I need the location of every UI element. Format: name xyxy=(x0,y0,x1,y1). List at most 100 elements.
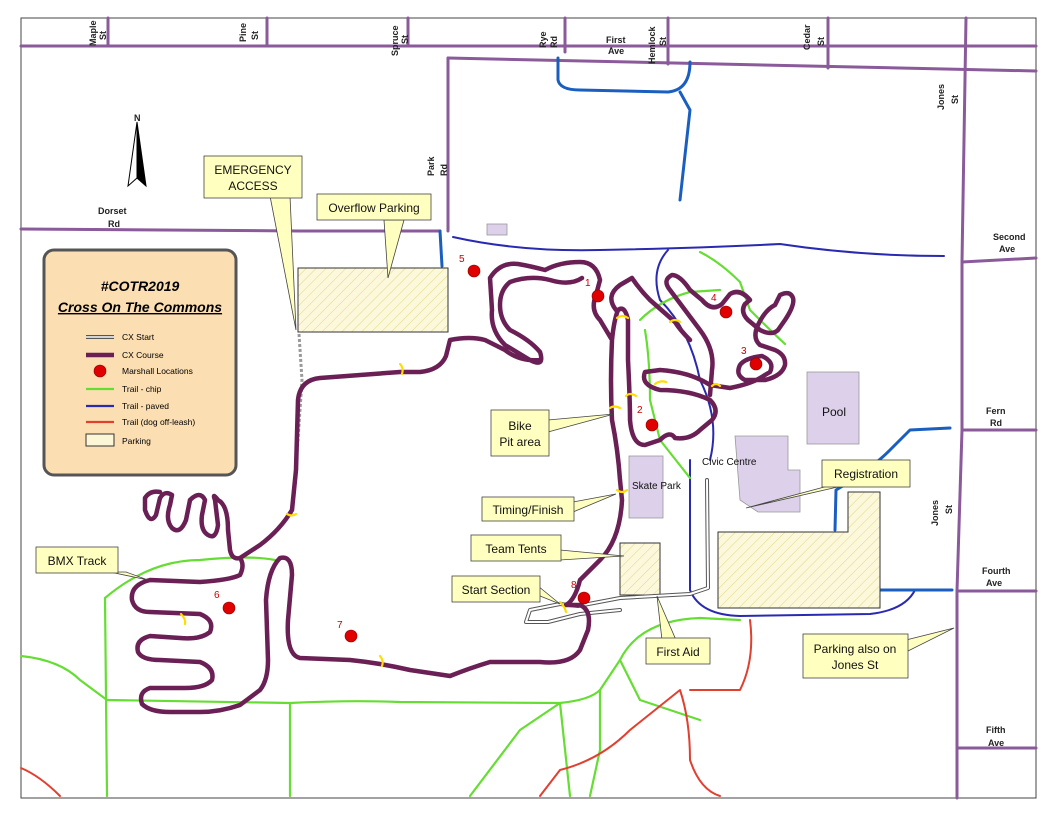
skate-park-building xyxy=(628,455,664,519)
street-label-rye: Rye xyxy=(538,31,548,48)
street-label-spruce-suffix: St xyxy=(400,35,410,44)
marshall-8 xyxy=(577,591,591,605)
team-tents-area xyxy=(619,542,661,596)
street-label-maple: Maple xyxy=(88,20,98,46)
civic-centre-building xyxy=(734,435,801,513)
legend-trail-chip-label: Trail - chip xyxy=(122,384,162,394)
street-label-first-suffix: Ave xyxy=(608,46,624,56)
marshall-6 xyxy=(222,601,236,615)
bmx-label: BMX Track xyxy=(48,554,108,568)
marshall-5 xyxy=(467,264,481,278)
street-label-hemlock-suffix: St xyxy=(658,37,668,46)
street-label-jones-mid: Jones xyxy=(930,500,940,526)
marshall-number: 2 xyxy=(637,405,643,416)
callout-bmx: BMX Track xyxy=(35,546,149,581)
legend-trail-paved-label: Trail - paved xyxy=(122,401,169,411)
street-label-second: Second xyxy=(993,232,1026,242)
legend: #COTR2019 Cross On The Commons CX Start … xyxy=(42,248,238,477)
trail-chip xyxy=(19,250,787,798)
cx-course xyxy=(129,259,796,715)
pool-building xyxy=(806,371,860,445)
street-label-dorset: Dorset xyxy=(98,206,127,216)
north-arrow-icon: N xyxy=(127,113,147,188)
marshall-number: 7 xyxy=(337,620,343,631)
legend-cx-start-label: CX Start xyxy=(122,332,155,342)
civic-centre-label: Civic Centre xyxy=(702,457,757,468)
legend-cx-course-label: CX Course xyxy=(122,350,164,360)
callout-timing: Timing/Finish xyxy=(481,493,617,522)
small-building xyxy=(486,223,508,236)
marshall-locations xyxy=(222,264,763,643)
marshall-number: 5 xyxy=(459,254,465,265)
trail-dog xyxy=(20,619,753,797)
callout-overflow: Overflow Parking xyxy=(316,193,432,279)
street-label-rye-suffix: Rd xyxy=(549,36,559,48)
marshall-3 xyxy=(749,357,763,371)
street-label-fifth-suffix: Ave xyxy=(988,738,1004,748)
street-label-jones-mid-suffix: St xyxy=(944,505,954,514)
overflow-parking-area xyxy=(297,267,449,333)
street-label-fourth: Fourth xyxy=(982,566,1011,576)
marshall-number: 1 xyxy=(585,278,591,289)
pool-label: Pool xyxy=(822,405,846,419)
street-label-dorset-suffix: Rd xyxy=(108,219,120,229)
bike-pit-label-line2: Pit area xyxy=(499,435,541,449)
registration-label: Registration xyxy=(834,467,898,481)
legend-title: #COTR2019 xyxy=(101,278,180,294)
map-frame xyxy=(20,17,1037,799)
street-label-park: Park xyxy=(426,155,436,176)
marshall-numbers: 1 2 3 4 5 6 7 8 xyxy=(214,254,747,631)
first-aid-label: First Aid xyxy=(656,645,699,659)
callout-team-tents: Team Tents xyxy=(470,534,625,562)
callout-first-aid: First Aid xyxy=(645,595,711,665)
legend-subtitle: Cross On The Commons xyxy=(58,299,222,315)
parking-jones-label-line2: Jones St xyxy=(832,658,879,672)
team-tents-label: Team Tents xyxy=(485,542,546,556)
street-label-cedar-suffix: St xyxy=(816,37,826,46)
callout-start-section: Start Section xyxy=(451,575,561,605)
street-label-pine-suffix: St xyxy=(250,31,260,40)
marshall-number: 6 xyxy=(214,590,220,601)
legend-marshall-symbol xyxy=(93,364,107,378)
street-label-jones-top-suffix: St xyxy=(950,95,960,104)
legend-parking-symbol xyxy=(85,433,115,447)
street-label-pine: Pine xyxy=(238,23,248,42)
timing-label: Timing/Finish xyxy=(493,503,564,517)
marshall-7 xyxy=(344,629,358,643)
street-label-jones-top: Jones xyxy=(936,84,946,110)
registration-parking-area xyxy=(717,491,881,609)
bike-pit-label-line1: Bike xyxy=(508,419,532,433)
callout-emergency: EMERGENCY ACCESS xyxy=(203,155,303,331)
emergency-label-line1: EMERGENCY xyxy=(214,163,291,177)
callout-registration: Registration xyxy=(745,459,911,509)
streets xyxy=(19,16,1038,800)
callout-parking-jones: Parking also on Jones St xyxy=(802,627,955,679)
marshall-number: 8 xyxy=(571,580,577,591)
overflow-label: Overflow Parking xyxy=(328,201,419,215)
callout-bike-pit: Bike Pit area xyxy=(490,409,615,457)
street-label-cedar: Cedar xyxy=(802,24,812,50)
street-label-second-suffix: Ave xyxy=(999,244,1015,254)
legend-parking-label: Parking xyxy=(122,436,151,446)
legend-trail-dog-label: Trail (dog off-leash) xyxy=(122,417,195,427)
street-label-spruce: Spruce xyxy=(390,25,400,56)
course-markers xyxy=(179,314,722,668)
street-label-fifth: Fifth xyxy=(986,725,1006,735)
parking-jones-label-line1: Parking also on xyxy=(814,642,897,656)
start-section-label: Start Section xyxy=(462,583,531,597)
marshall-number: 3 xyxy=(741,346,747,357)
north-label: N xyxy=(134,113,141,123)
street-label-maple-suffix: St xyxy=(98,31,108,40)
street-label-park-suffix: Rd xyxy=(439,164,449,176)
emergency-label-line2: ACCESS xyxy=(228,179,277,193)
street-label-first: First xyxy=(606,35,626,45)
marshall-number: 4 xyxy=(711,293,717,304)
trail-paved xyxy=(452,236,945,617)
street-label-fern: Fern xyxy=(986,406,1006,416)
street-label-fern-suffix: Rd xyxy=(990,418,1002,428)
street-label-hemlock: Hemlock xyxy=(647,25,657,64)
street-labels: Maple St Pine St Spruce St Rye Rd First … xyxy=(88,20,1026,748)
marshall-1 xyxy=(591,289,605,303)
marshall-4 xyxy=(719,305,733,319)
